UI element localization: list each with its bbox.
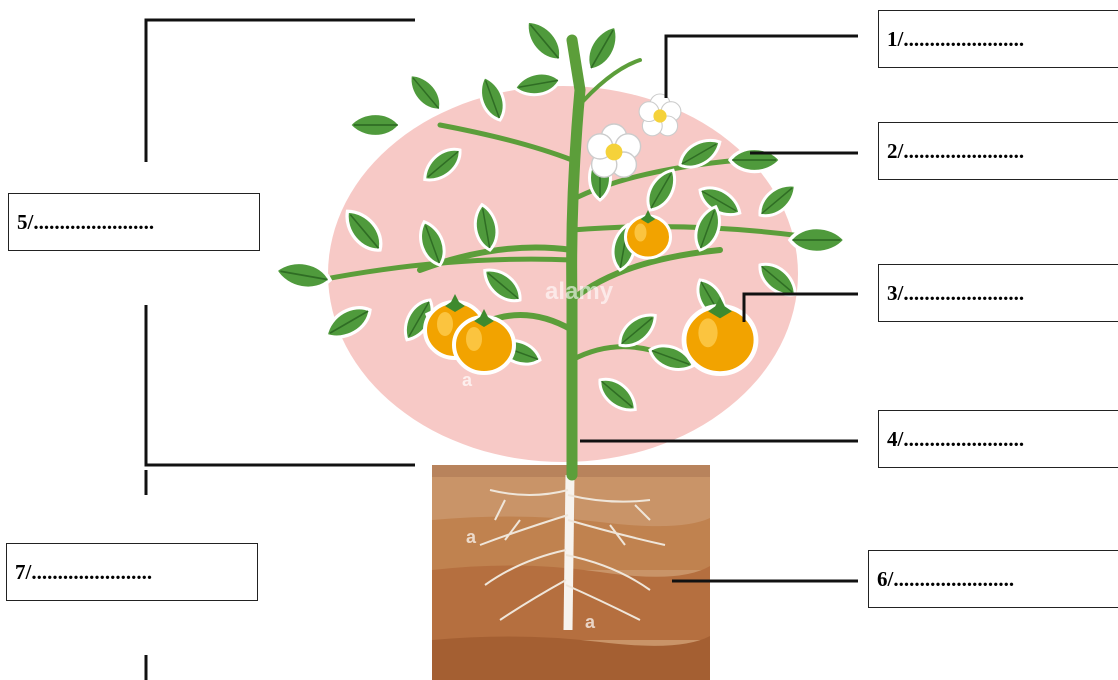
label-box-2[interactable]: 2/....................... xyxy=(878,122,1118,180)
pink-background-circle xyxy=(328,86,798,462)
watermark-a: a xyxy=(585,612,595,633)
label-box-6[interactable]: 6/....................... xyxy=(868,550,1118,608)
label-box-1[interactable]: 1/....................... xyxy=(878,10,1118,68)
label-box-7[interactable]: 7/....................... xyxy=(6,543,258,601)
watermark-a: a xyxy=(462,370,472,391)
watermark-a: a xyxy=(466,527,476,548)
label-text-4: 4/....................... xyxy=(887,427,1024,452)
label-text-3: 3/....................... xyxy=(887,281,1024,306)
label-box-3[interactable]: 3/....................... xyxy=(878,264,1118,322)
label-text-1: 1/....................... xyxy=(887,27,1024,52)
label-text-2: 2/....................... xyxy=(887,139,1024,164)
label-text-7: 7/....................... xyxy=(15,560,152,585)
label-box-4[interactable]: 4/....................... xyxy=(878,410,1118,468)
label-box-5[interactable]: 5/....................... xyxy=(8,193,260,251)
watermark-alamy: alamy xyxy=(545,278,613,306)
label-text-6: 6/....................... xyxy=(877,567,1014,592)
label-text-5: 5/....................... xyxy=(17,210,154,235)
